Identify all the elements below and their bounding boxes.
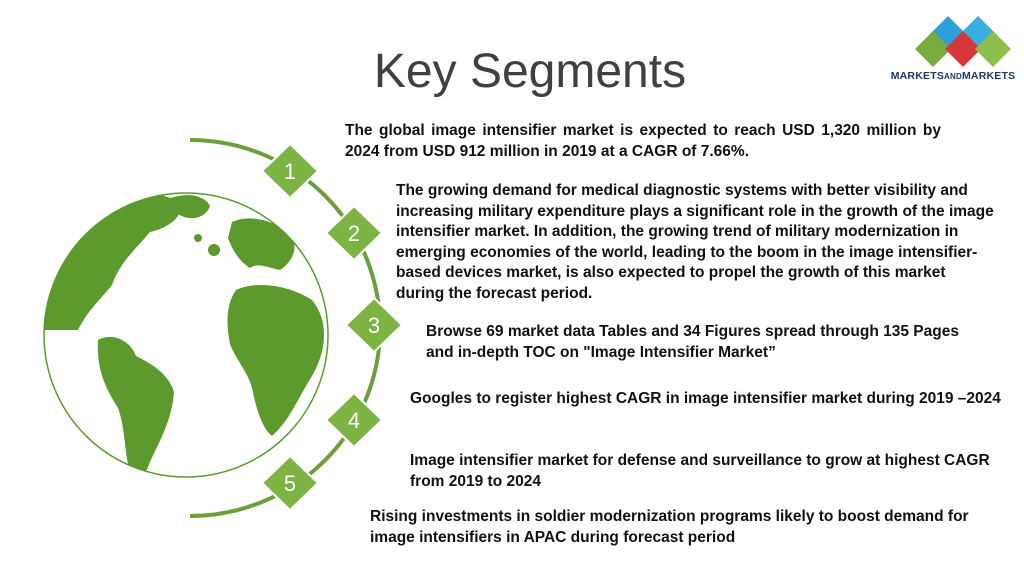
logo-diamond-green — [975, 31, 1011, 67]
logo-word-and: AND — [944, 72, 962, 81]
point-2-text: The growing demand for medical diagnosti… — [396, 182, 994, 302]
marker-3-label: 3 — [368, 313, 380, 338]
slide-title: Key Segments — [373, 45, 687, 98]
logo-word-markets-2: MARKETS — [961, 70, 1016, 82]
point-5-text: Image intensifier market for defense and… — [410, 452, 990, 490]
point-4-text: Googles to register highest CAGR in imag… — [410, 390, 1001, 407]
marker-1-label: 1 — [284, 159, 296, 184]
logo-diamonds-icon — [915, 16, 1011, 67]
globe-icon — [43, 192, 329, 478]
logo-diamond-olive — [915, 31, 951, 67]
marker-5: 5 — [260, 454, 320, 512]
logo-word-markets: MARKETS — [890, 70, 945, 82]
marker-2-label: 2 — [348, 221, 360, 246]
point-1-text: The global image intensifier market is e… — [345, 122, 941, 160]
logo-diamond-red — [945, 31, 981, 67]
point-6-text: Rising investments in soldier modernizat… — [370, 508, 969, 546]
marker-4-label: 4 — [348, 408, 360, 433]
marketsandmarkets-logo: MARKETSANDMARKETS — [882, 4, 1024, 88]
marker-1: 1 — [260, 142, 320, 200]
marker-5-label: 5 — [284, 471, 296, 496]
marker-3: 3 — [344, 296, 404, 354]
marker-4: 4 — [324, 391, 384, 449]
logo-wordmark: MARKETSANDMARKETS — [882, 70, 1024, 82]
marker-2: 2 — [324, 204, 384, 262]
point-3-text: Browse 69 market data Tables and 34 Figu… — [426, 323, 959, 361]
